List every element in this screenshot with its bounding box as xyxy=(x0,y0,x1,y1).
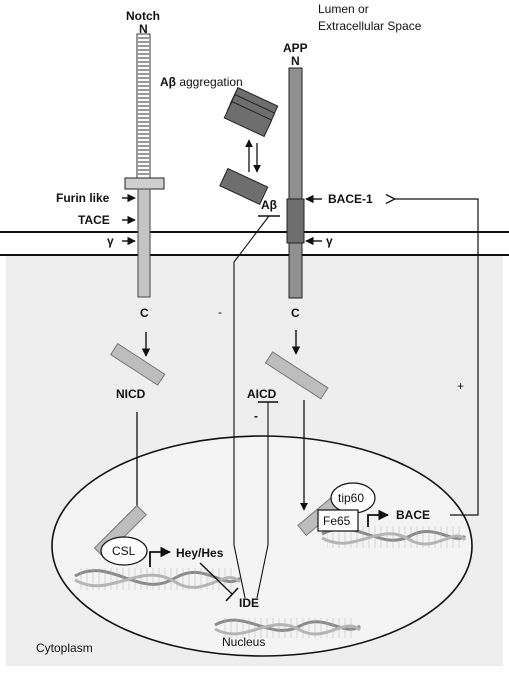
abeta-label: Aβ xyxy=(261,198,277,212)
furin-label: Furin like xyxy=(56,191,110,205)
gamma-notch-label: γ xyxy=(107,234,114,248)
notch-c-label: C xyxy=(140,306,149,320)
notch-label: Notch xyxy=(126,9,160,23)
abeta-aggregation-label: Aβ aggregation xyxy=(160,75,243,89)
app-protein xyxy=(286,67,305,299)
abeta-inhibition-line xyxy=(233,215,270,263)
fe65-label: Fe65 xyxy=(323,514,351,528)
tace-label: TACE xyxy=(78,213,110,227)
dna-helix-left xyxy=(74,568,242,590)
minus-aicd-label: - xyxy=(254,409,258,423)
abeta-aggregate xyxy=(223,86,279,138)
bace1-label: BACE-1 xyxy=(328,192,373,206)
bace-feedback-line xyxy=(394,199,479,516)
gamma-app-label: γ xyxy=(326,234,333,248)
ide-to-abeta-line xyxy=(233,262,246,599)
plus-label: + xyxy=(457,379,464,393)
nucleus-label: Nucleus xyxy=(222,635,265,649)
cytoplasm-label: Cytoplasm xyxy=(36,641,93,655)
notch-n-label: N xyxy=(139,22,148,36)
app-n-label: N xyxy=(291,54,300,68)
csl-complex xyxy=(100,536,148,566)
csl-transcription-arrow xyxy=(149,546,172,567)
nicd-fragment xyxy=(110,343,166,386)
ide-to-aicd-line xyxy=(256,402,269,599)
lumen-label-line2: Extracellular Space xyxy=(318,19,422,33)
fe65-box xyxy=(317,509,359,532)
app-label: APP xyxy=(283,41,308,55)
abeta-monomer xyxy=(219,167,269,206)
aicd-fragment xyxy=(264,351,329,400)
fe65-transcription-arrow xyxy=(367,509,390,527)
nicd-label: NICD xyxy=(116,387,146,401)
tip60-label: tip60 xyxy=(338,491,364,505)
aicd-label: AICD xyxy=(247,387,277,401)
minus-left-label: - xyxy=(218,305,222,319)
hey-hes-label: Hey/Hes xyxy=(176,546,224,560)
csl-label: CSL xyxy=(112,544,136,558)
dna-helix-middle xyxy=(214,618,362,638)
lumen-label-line1: Lumen or xyxy=(318,2,369,16)
app-c-label: C xyxy=(291,306,300,320)
hey-hes-inhibition-bar xyxy=(225,587,239,602)
bace-label: BACE xyxy=(396,508,430,522)
ide-label: IDE xyxy=(239,596,259,610)
notch-receptor xyxy=(124,33,165,298)
hey-hes-inhibition-line xyxy=(199,562,233,595)
